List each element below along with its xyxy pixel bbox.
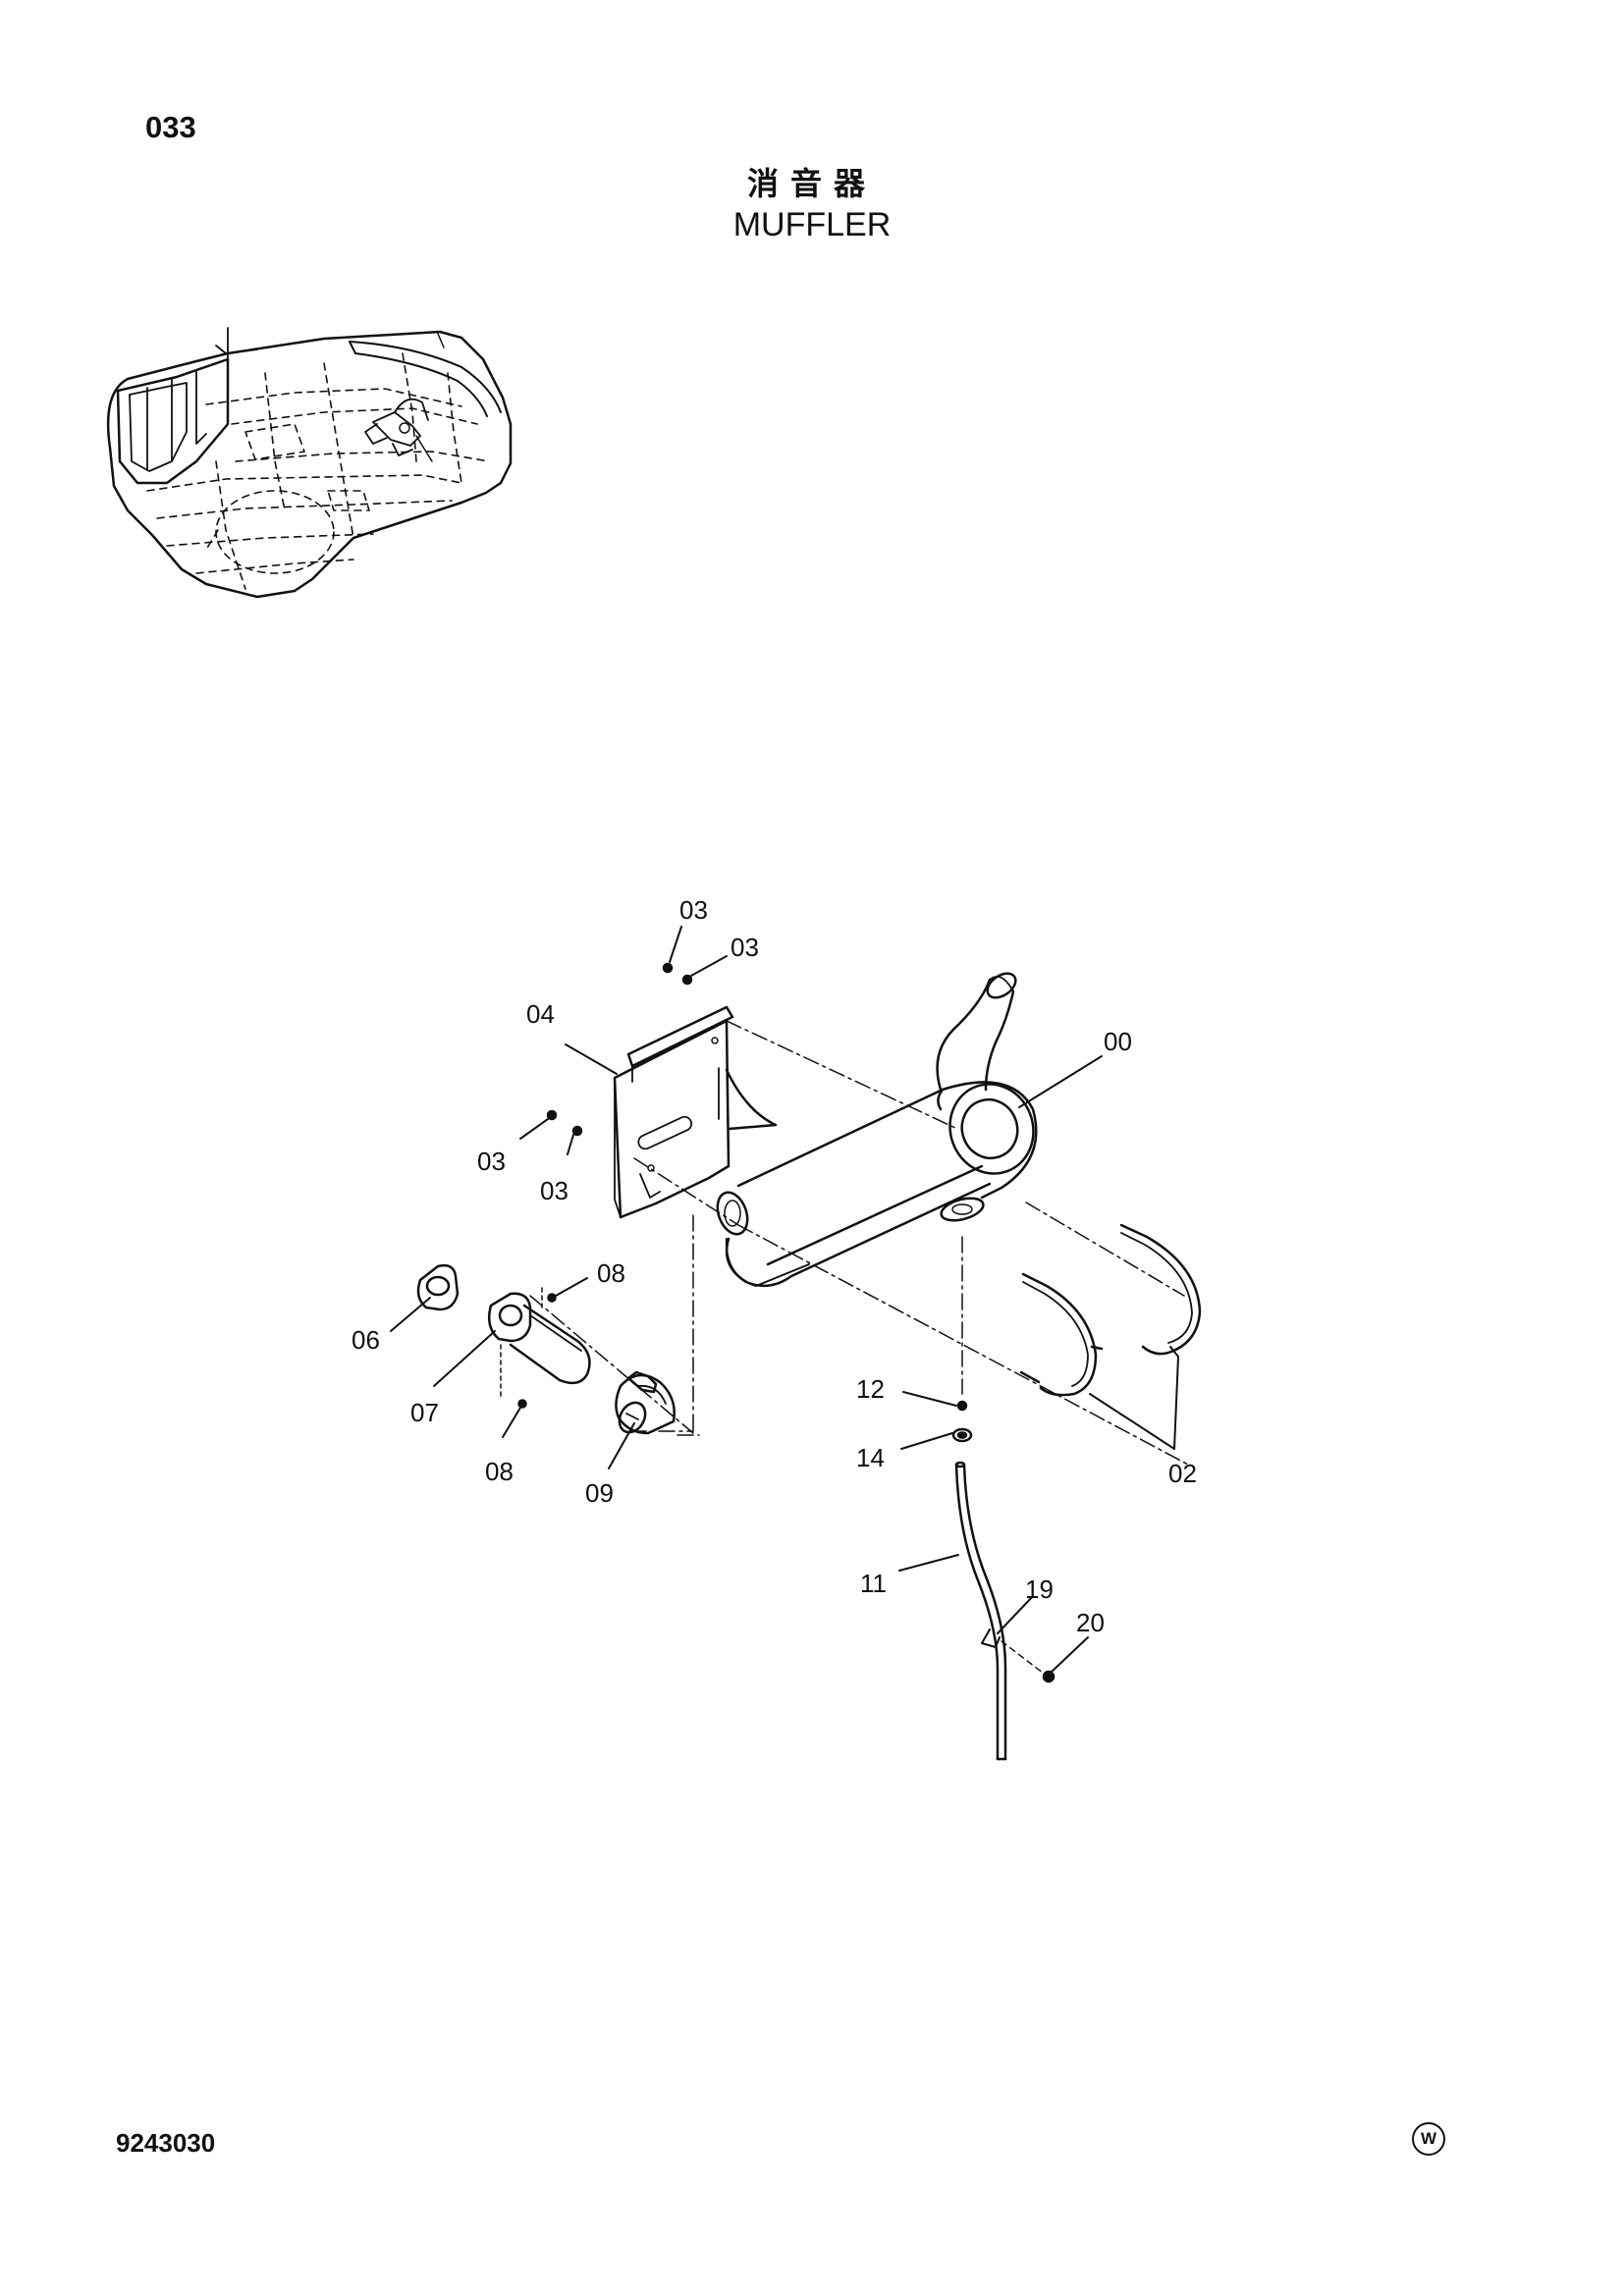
callout-label: 09 (585, 1478, 614, 1508)
callout-label: 00 (1104, 1027, 1132, 1056)
w-mark: W (1412, 2122, 1445, 2156)
page-title-english: MUFFLER (732, 206, 892, 243)
tail-pipe (954, 1461, 1007, 1761)
inlet-adapter (416, 1263, 591, 1385)
pipe-clamp (615, 1370, 676, 1435)
callout-label: 19 (1025, 1575, 1054, 1604)
mounting-bracket (613, 1005, 778, 1219)
callout-leaders (390, 926, 1179, 1674)
callout-label: 08 (597, 1258, 625, 1288)
callout-label: 03 (731, 933, 759, 962)
callout-label: 07 (410, 1398, 439, 1427)
callout-label: 20 (1076, 1608, 1105, 1637)
muffler-exploded-view (416, 962, 1202, 1761)
callout-label: 06 (352, 1325, 380, 1355)
machine-overview-drawing (106, 327, 513, 599)
callout-label: 11 (860, 1569, 887, 1598)
callout-label: 03 (540, 1176, 568, 1205)
mounting-straps (1019, 1223, 1202, 1397)
callout-label: 12 (856, 1374, 885, 1404)
callout-labels: 03 03 04 00 03 03 08 06 07 08 09 12 14 0… (352, 895, 1197, 1637)
callout-label: 08 (485, 1457, 514, 1486)
callout-label: 03 (679, 895, 708, 925)
callout-label: 04 (526, 999, 555, 1029)
callout-label: 02 (1168, 1459, 1197, 1488)
page-title-japanese: 消音器 (746, 165, 877, 202)
callout-label: 14 (856, 1443, 885, 1472)
muffler-body (716, 972, 1038, 1288)
drawing-number: 9243030 (116, 2128, 216, 2158)
page-number: 033 (145, 110, 196, 144)
callout-label: 03 (477, 1147, 506, 1176)
